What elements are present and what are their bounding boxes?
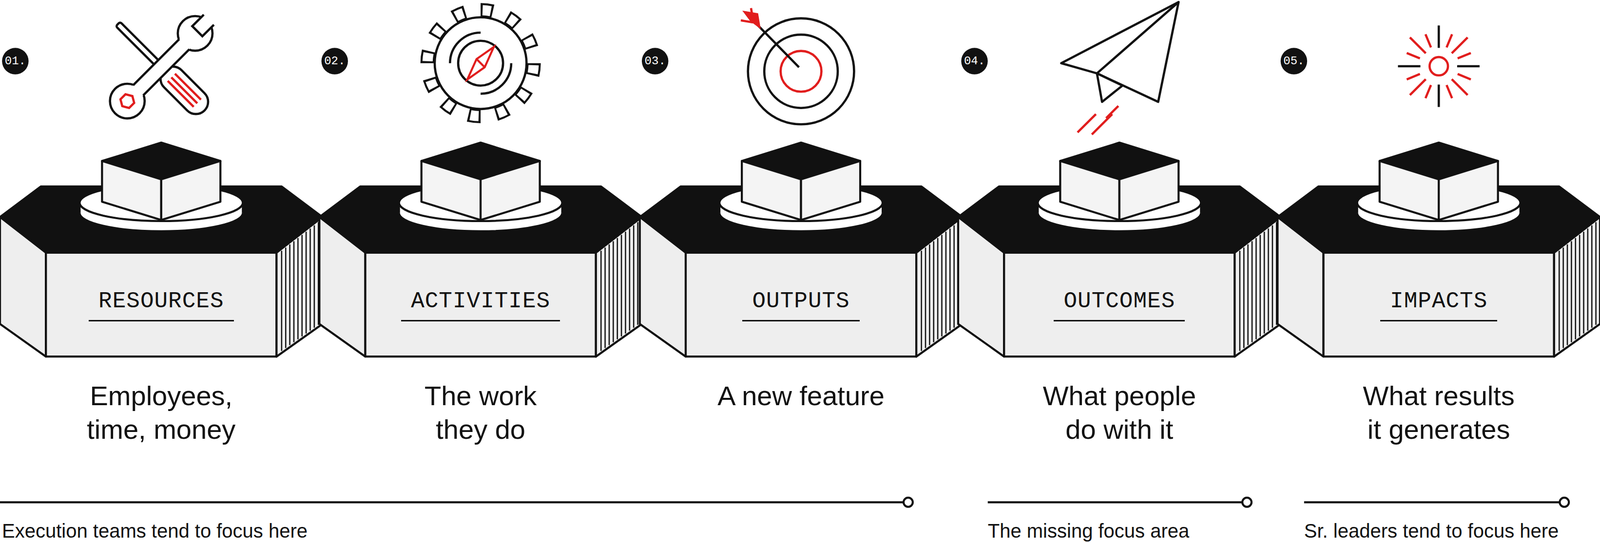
gear-icon	[427, 10, 534, 117]
tools-icon	[102, 5, 223, 126]
hex-block	[639, 142, 963, 357]
paper-plane-icon	[1061, 1, 1179, 135]
callout-number: 04.	[963, 55, 985, 68]
stage-description: What results it generates	[1354, 379, 1523, 447]
callout-circle	[641, 47, 669, 75]
callout-number: 03.	[644, 55, 666, 68]
stage-label: ACTIVITIES	[401, 288, 560, 322]
hex-block	[1277, 142, 1600, 357]
callout-circle	[961, 47, 988, 75]
stage-description: Employees, time, money	[80, 379, 242, 447]
callout-number: 05.	[1283, 55, 1305, 68]
hex-block	[319, 142, 642, 357]
hex-stage: RESOURCES Employees, time, money	[43, 288, 279, 447]
hex-block	[958, 142, 1281, 357]
callout-number: 01.	[4, 55, 26, 68]
stage-label: RESOURCES	[88, 288, 234, 322]
callout-number: 02.	[324, 55, 346, 68]
callout-circle	[1280, 47, 1308, 75]
stage-label: OUTPUTS	[742, 288, 860, 322]
hex-block	[0, 142, 323, 357]
stage-description: A new feature	[655, 379, 948, 413]
callout-circle	[1, 47, 29, 75]
stage-label: OUTCOMES	[1053, 288, 1185, 322]
hex-stage: ACTIVITIES The work they do	[363, 288, 599, 447]
focus-note: Sr. leaders tend to focus here	[1304, 519, 1560, 543]
target-icon	[740, 8, 854, 125]
hexagon-blocks	[0, 142, 1600, 357]
stage-description: The work they do	[407, 379, 554, 447]
focus-note: Execution teams tend to focus here	[1, 519, 308, 543]
callout-circle	[321, 47, 348, 75]
hex-stage: IMPACTS What results it generates	[1321, 288, 1557, 447]
focus-note: The missing focus area	[987, 519, 1190, 543]
stage-label: IMPACTS	[1380, 288, 1498, 322]
stage-description: What people do with it	[1035, 379, 1204, 447]
hex-stage: OUTCOMES What people do with it	[1001, 288, 1237, 447]
burst-icon	[1397, 25, 1480, 107]
hex-stage: OUTPUTS A new feature	[652, 288, 950, 413]
focus-brackets	[0, 498, 1569, 508]
